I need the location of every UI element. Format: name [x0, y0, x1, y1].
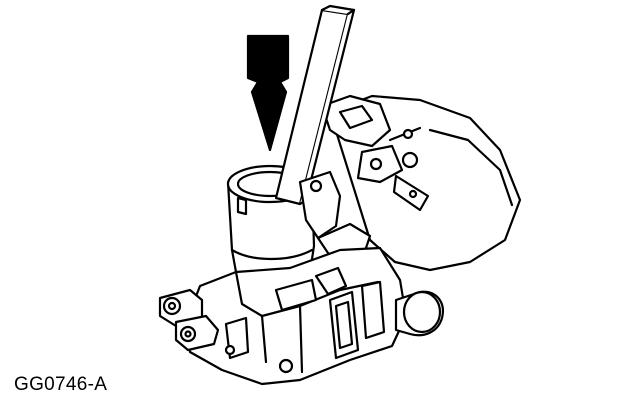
- right-round-boss: [394, 290, 444, 337]
- figure-label: GG0746-A: [14, 374, 108, 395]
- lock-housing-base: [184, 246, 408, 386]
- left-mounting-lugs: [158, 288, 220, 352]
- down-arrow-icon: [246, 34, 290, 152]
- upper-bracket: [320, 94, 430, 212]
